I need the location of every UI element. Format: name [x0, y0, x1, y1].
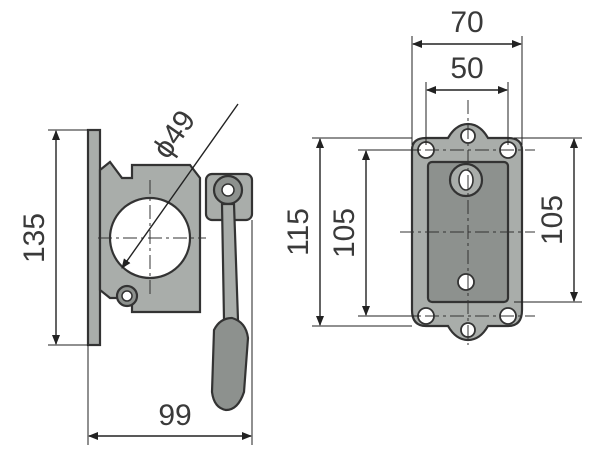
diameter-dim-line	[121, 103, 239, 269]
side-view: ϕ49 135 99	[18, 103, 254, 445]
dim-115-label: 115	[282, 208, 315, 256]
front-view: 70 50 115 105 105	[282, 6, 582, 345]
lever-handle	[210, 316, 250, 412]
lever-arm	[220, 202, 240, 322]
dim-105-right-label: 105	[536, 195, 569, 245]
dim-135-label: 135	[18, 213, 51, 263]
dim-70-label: 70	[450, 6, 483, 39]
diameter-label: ϕ49	[146, 105, 202, 165]
lower-screw	[457, 273, 475, 291]
dim-99-label: 99	[158, 399, 191, 432]
dim-50-label: 50	[450, 52, 483, 85]
dim-105-left-label: 105	[328, 208, 361, 258]
